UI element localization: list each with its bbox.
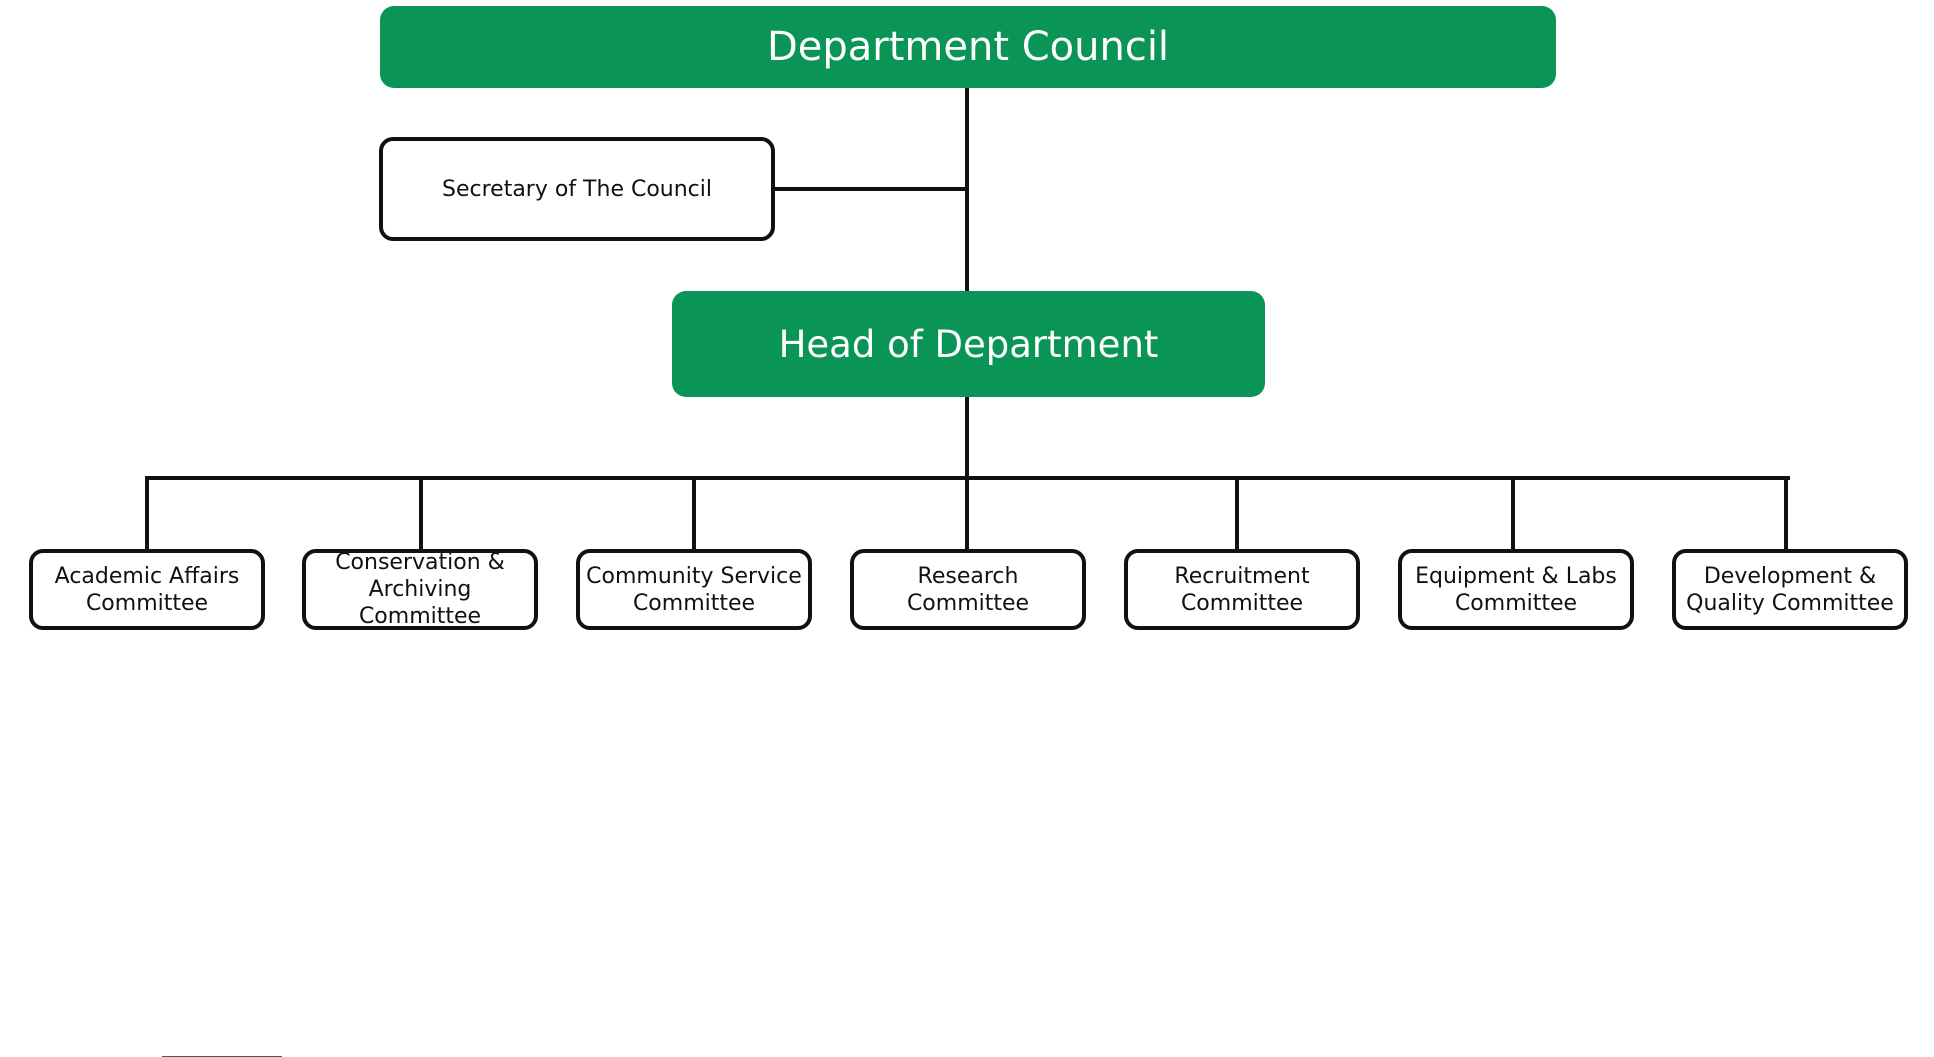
- department-council-node: Department Council: [380, 6, 1556, 88]
- committee-recruitment: Recruitment Committee: [1124, 549, 1360, 630]
- committee-label: Community Service Committee: [586, 563, 802, 616]
- committee-conservation-archiving: Conservation & Archiving Committee: [302, 549, 538, 630]
- committee-label: Research Committee: [906, 563, 1030, 616]
- committee-community-service: Community Service Committee: [576, 549, 812, 630]
- head-of-department-label: Head of Department: [778, 322, 1159, 366]
- secretary-node: Secretary of The Council: [379, 137, 775, 241]
- committee-label: Development & Quality Committee: [1686, 563, 1894, 616]
- committee-label: Recruitment Committee: [1174, 563, 1310, 616]
- committee-academic-affairs: Academic Affairs Committee: [29, 549, 265, 630]
- committee-research: Research Committee: [850, 549, 1086, 630]
- secretary-label: Secretary of The Council: [442, 176, 712, 202]
- committee-label: Conservation & Archiving Committee: [335, 550, 505, 629]
- committee-label: Academic Affairs Committee: [54, 563, 240, 616]
- committee-equipment-labs: Equipment & Labs Committee: [1398, 549, 1634, 630]
- committee-development-quality: Development & Quality Committee: [1672, 549, 1908, 630]
- head-of-department-node: Head of Department: [672, 291, 1265, 397]
- committee-label: Equipment & Labs Committee: [1415, 563, 1617, 616]
- department-council-label: Department Council: [766, 24, 1170, 70]
